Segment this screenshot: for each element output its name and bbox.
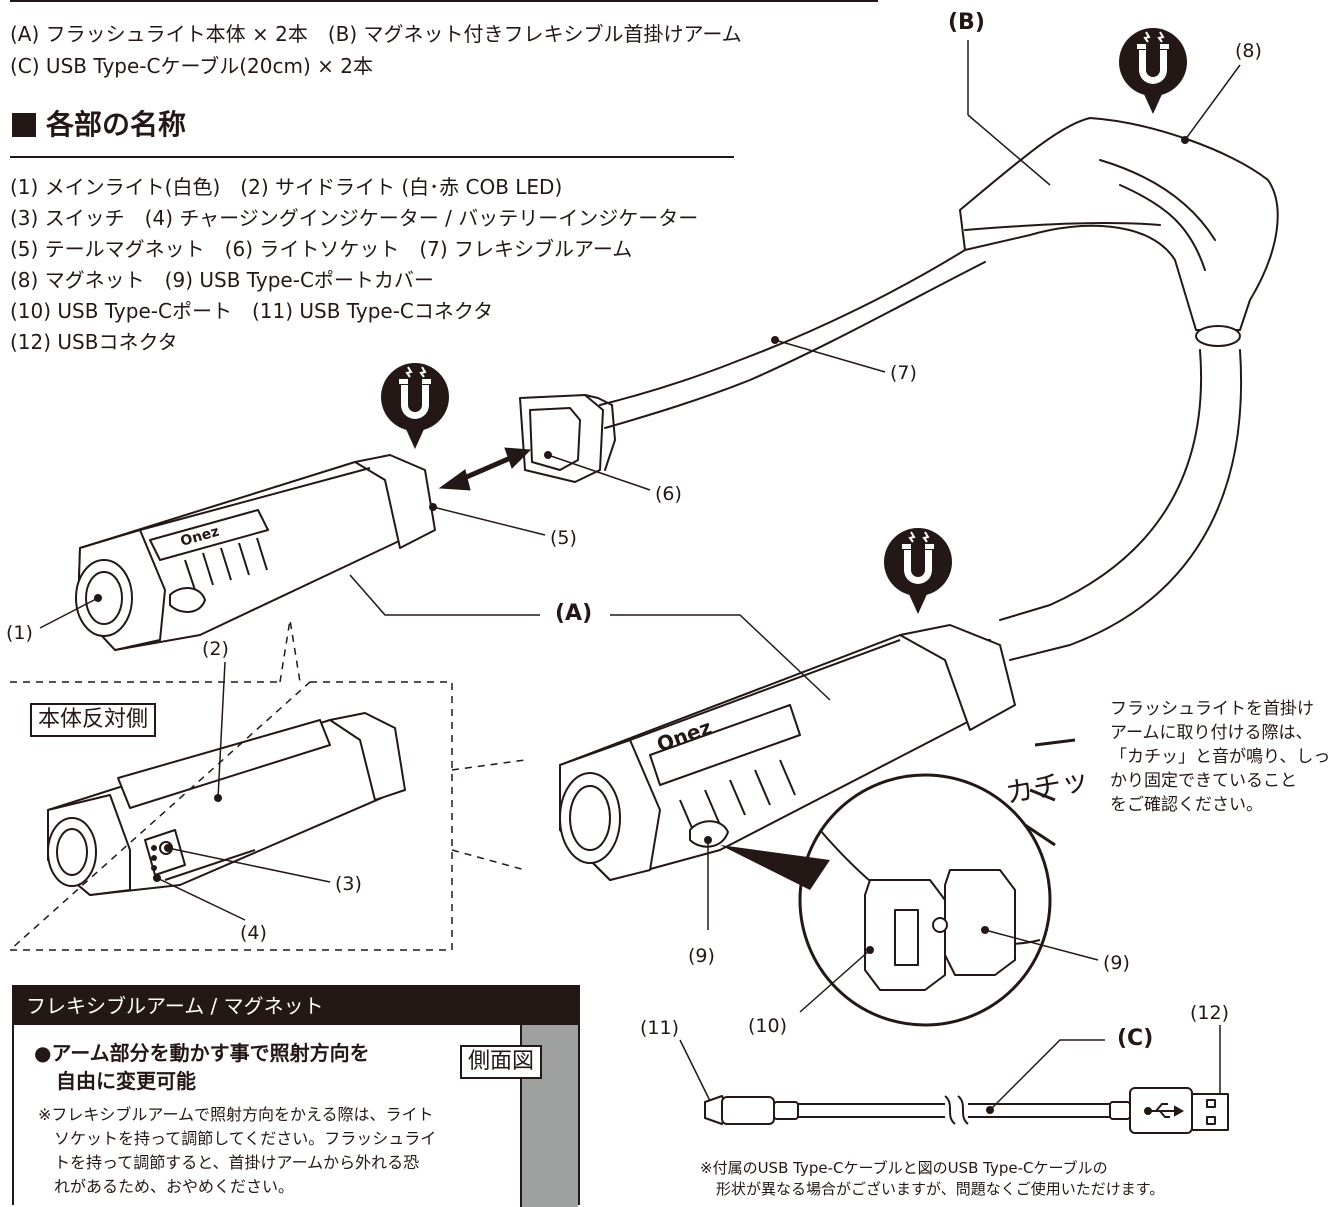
callout-6: (6) — [655, 483, 682, 505]
callout-8: (8) — [1235, 40, 1262, 62]
flex-note-line: トを持って調節すると、首掛けアームから外れる恐 — [54, 1153, 420, 1172]
callout-C: (C) — [1117, 1026, 1154, 1051]
attach-note-line: をご確認ください。 — [1110, 795, 1263, 815]
flex-note-line: れがあるため、おやめください。 — [54, 1177, 295, 1196]
callout-1: (1) — [6, 622, 33, 644]
cable-note: ※付属のUSB Type-Cケーブルと図のUSB Type-Cケーブルの 形状が… — [700, 1158, 1164, 1200]
parts-item: (3) スイッチ (4) チャージングインジケーター / バッテリーインジケータ… — [10, 206, 699, 230]
callout-9-left: (9) — [688, 945, 715, 967]
panel-side-rule — [520, 1025, 522, 1207]
callout-11: (11) — [640, 1017, 680, 1039]
reverse-side-label: 本体反対側 — [30, 703, 157, 737]
magnet-icon-arm — [1118, 27, 1188, 115]
parts-item: (8) マグネット (9) USB Type-Cポートカバー — [10, 268, 434, 292]
parts-item: (5) テールマグネット (6) ライトソケット (7) フレキシブルアーム — [10, 237, 633, 261]
parts-item: (1) メインライト(白色) (2) サイドライト (白･赤 COB LED) — [10, 175, 563, 199]
cable-note-line: ※付属のUSB Type-Cケーブルと図のUSB Type-Cケーブルの — [700, 1159, 1108, 1177]
flex-bullet-line-1: ●アーム部分を動かす事で照射方向を — [34, 1041, 370, 1065]
callout-7: (7) — [890, 362, 917, 384]
parts-item: (10) USB Type-Cポート (11) USB Type-Cコネクタ — [10, 299, 494, 323]
attach-note: フラッシュライトを首掛け アームに取り付ける際は、 「カチッ」と音が鳴り、しっ … — [1110, 697, 1330, 817]
callout-2: (2) — [202, 638, 229, 660]
magnet-icon-tail — [380, 362, 450, 450]
flex-panel-title: フレキシブルアーム / マグネット — [14, 987, 578, 1025]
flex-note-line: ※フレキシブルアームで照射方向をかえる際は、ライト — [38, 1105, 434, 1124]
contents-line-2: (C) USB Type-Cケーブル(20cm) × 2本 — [10, 54, 373, 78]
parts-item: (12) USBコネクタ — [10, 330, 178, 354]
callout-9-right: (9) — [1103, 952, 1130, 974]
parts-heading-text: 各部の名称 — [46, 108, 187, 141]
parts-heading: 各部の名称 — [12, 107, 186, 143]
flex-panel: フレキシブルアーム / マグネット ●アーム部分を動かす事で照射方向を 自由に変… — [12, 985, 580, 1207]
side-view-label: 側面図 — [460, 1045, 543, 1079]
attach-note-line: かり固定できていること — [1110, 771, 1297, 791]
attach-note-line: フラッシュライトを首掛け — [1110, 699, 1314, 719]
flex-note-line: ソケットを持って調節してください。フラッシュライ — [54, 1129, 437, 1148]
parts-list: (1) メインライト(白色) (2) サイドライト (白･赤 COB LED) … — [10, 172, 698, 358]
top-rule — [10, 0, 878, 2]
callout-12: (12) — [1190, 1002, 1230, 1024]
attach-note-line: アームに取り付ける際は、 — [1110, 723, 1313, 743]
callout-3: (3) — [335, 873, 362, 895]
flex-note: ※フレキシブルアームで照射方向をかえる際は、ライト ソケットを持って調節してくだ… — [38, 1103, 436, 1199]
callout-4: (4) — [240, 922, 267, 944]
heading-square-icon — [12, 113, 36, 137]
attach-note-line: 「カチッ」と音が鳴り、しっ — [1110, 747, 1331, 767]
magnet-icon-socket — [883, 527, 953, 615]
callout-A: (A) — [555, 601, 593, 626]
contents-line-1: (A) フラッシュライト本体 × 2本 (B) マグネット付きフレキシブル首掛け… — [10, 22, 742, 46]
callout-5: (5) — [550, 527, 577, 549]
callout-10: (10) — [748, 1015, 788, 1037]
heading-rule — [10, 156, 734, 158]
flex-bullet-line-2: 自由に変更可能 — [56, 1069, 196, 1093]
callout-B: (B) — [948, 10, 985, 35]
cable-note-line: 形状が異なる場合がございますが、問題なくご使用いただけます。 — [716, 1180, 1165, 1198]
